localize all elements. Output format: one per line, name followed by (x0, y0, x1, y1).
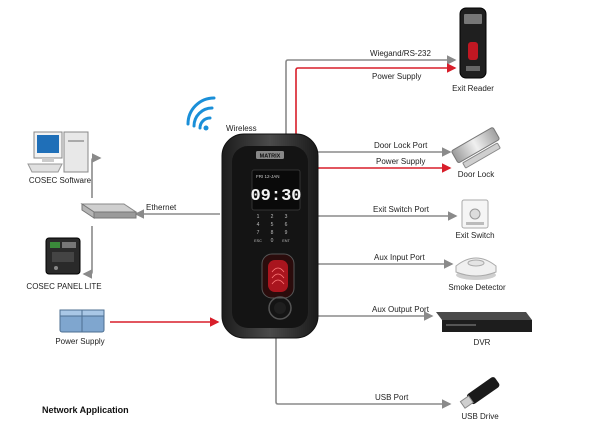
diagram-caption: Network Application (42, 405, 129, 415)
label-cosec-panel-lite: COSEC PANEL LITE (26, 282, 101, 291)
label-aux-input-port: Aux Input Port (374, 253, 425, 262)
keypad-key: 6 (285, 222, 288, 228)
label-exit-reader: Exit Reader (452, 84, 494, 93)
left-connections (82, 153, 220, 327)
keypad-key: ESC (254, 239, 262, 243)
usb-line (275, 332, 452, 409)
label-aux-output-port: Aux Output Port (372, 305, 430, 314)
right-connections (275, 55, 458, 409)
label-usb-drive: USB Drive (461, 412, 499, 421)
power-supply-icon (59, 309, 105, 333)
label-door-lock-port: Door Lock Port (374, 141, 428, 150)
label-wiegand: Wiegand/RS-232 (370, 49, 431, 58)
device-brand: MATRIX (260, 154, 281, 160)
keypad-key: 0 (271, 238, 274, 244)
label-power-supply-left: Power Supply (55, 337, 104, 346)
label-dvr: DVR (474, 338, 491, 347)
keypad-key: 1 (257, 214, 260, 220)
label-power-supply-lock: Power Supply (376, 157, 425, 166)
keypad-key: 5 (271, 222, 274, 228)
label-wireless: Wireless (226, 124, 257, 133)
labels: Wireless Ethernet COSEC Software COSEC P… (26, 49, 506, 421)
smoke-detector-icon (455, 257, 497, 280)
cosec-panel-lite-icon (45, 237, 81, 275)
wifi-icon (186, 96, 216, 131)
keypad-key: 9 (285, 230, 288, 236)
label-usb-port: USB Port (375, 393, 409, 402)
keypad-key: 8 (271, 230, 274, 236)
keypad-key: ENT (282, 239, 290, 243)
switch-to-pc-line (91, 153, 102, 198)
keypad-key: 7 (257, 230, 260, 236)
wiegand-line (285, 55, 457, 140)
keypad-key: 3 (285, 214, 288, 220)
exit-switch-icon (461, 199, 489, 229)
keypad-key: 2 (271, 214, 274, 220)
device-date: FRI 12-JAN (256, 174, 280, 179)
reader-power-line (295, 63, 457, 140)
label-smoke-detector: Smoke Detector (448, 283, 506, 292)
dvr-icon (436, 312, 532, 332)
network-switch-icon (80, 203, 138, 219)
cosec-software-pc-icon (27, 131, 89, 173)
label-ethernet: Ethernet (146, 203, 177, 212)
device-clock: 09:30 (250, 187, 301, 206)
label-power-supply-reader: Power Supply (372, 72, 421, 81)
label-door-lock: Door Lock (458, 170, 495, 179)
label-cosec-software: COSEC Software (29, 176, 92, 185)
usb-drive-icon (459, 377, 500, 409)
label-exit-switch: Exit Switch (455, 231, 494, 240)
door-lock-icon (451, 127, 501, 169)
label-exit-switch-port: Exit Switch Port (373, 205, 430, 214)
keypad-key: 4 (257, 222, 260, 228)
exit-reader (459, 7, 487, 79)
switch-to-panel-line (82, 226, 93, 279)
